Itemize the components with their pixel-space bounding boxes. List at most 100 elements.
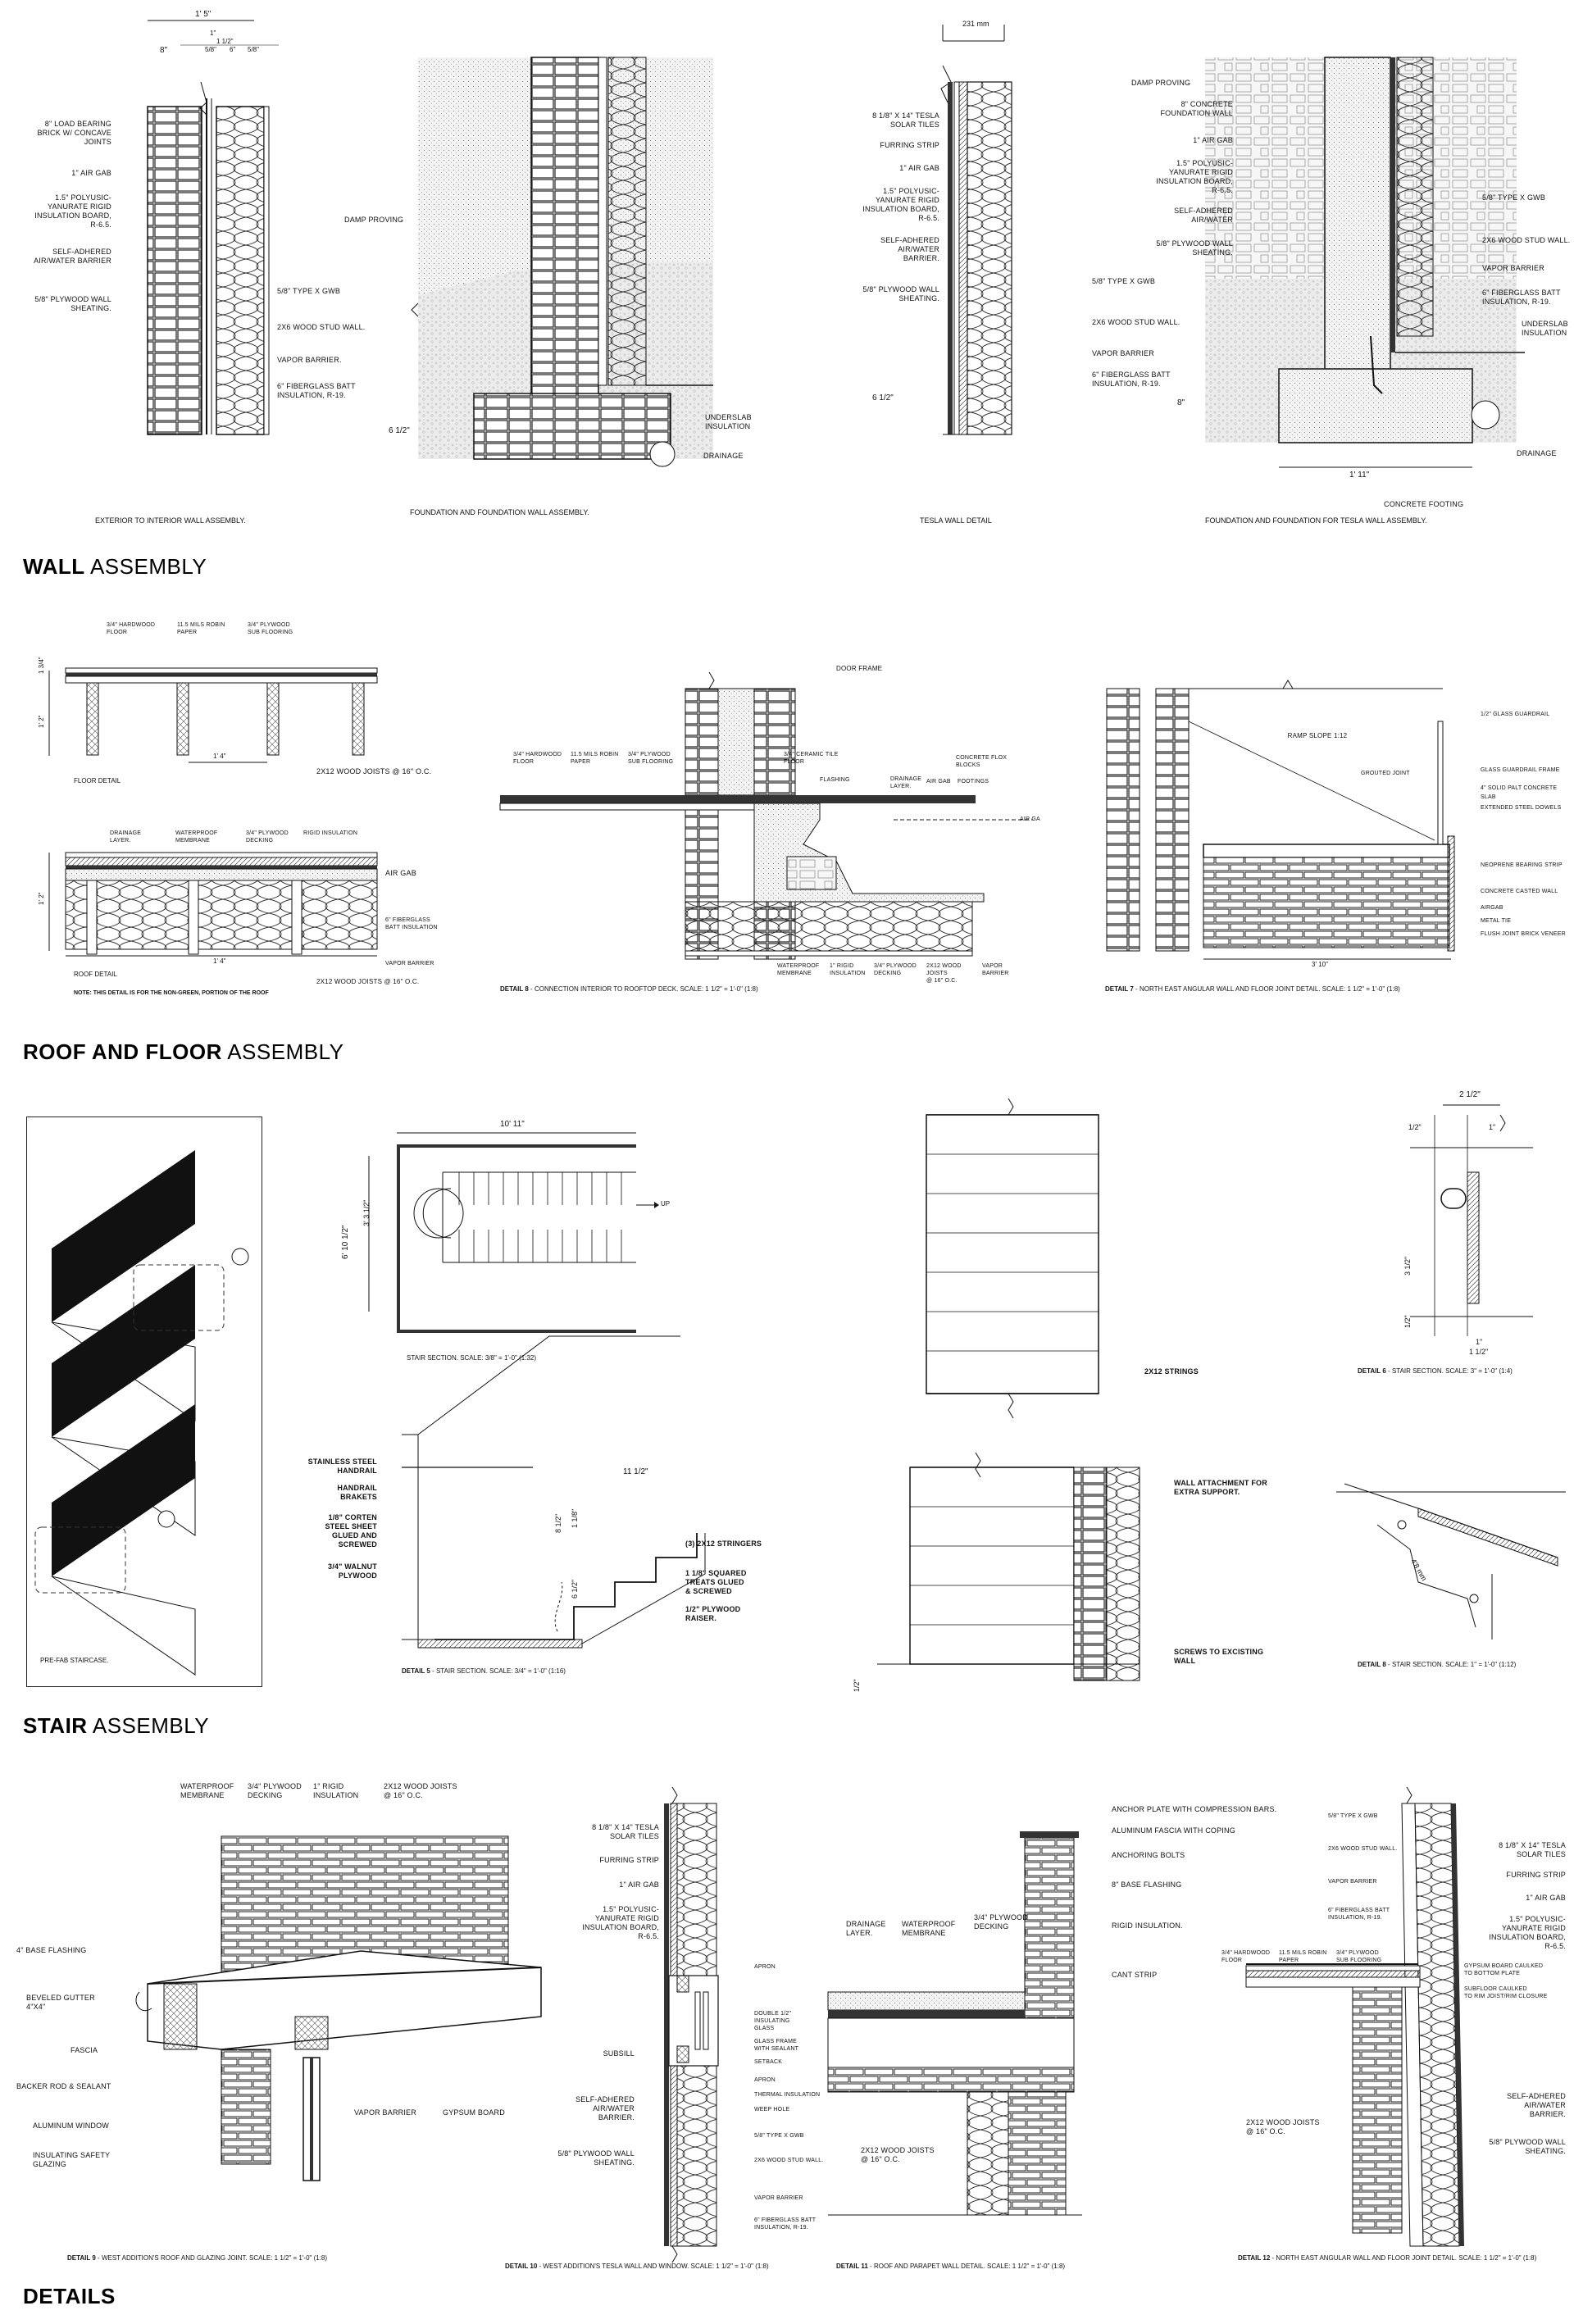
label: 11.5 MILS ROBIN PAPER (571, 752, 619, 765)
caption: FLOOR DETAIL (74, 777, 121, 785)
caption: DETAIL 9 - WEST ADDITION'S ROOF AND GLAZ… (67, 2254, 328, 2262)
detail-5-stair-section: STAINLESS STEEL HANDRAIL HANDRAIL BRAKET… (279, 1335, 762, 1689)
label: 5/8" TYPE X GWB (754, 2133, 804, 2139)
detail-8-connection: DOOR FRAME 3/4" HARDWOOD FLOOR 11.5 MILS… (492, 656, 1040, 1008)
detail-8-stair-section: 4'8 mm DETAIL 8 - STAIR SECTION. SCALE: … (1328, 1476, 1574, 1697)
label: 1" AIR GAB (71, 169, 111, 177)
label: 1" RIGID INSULATION (830, 963, 866, 976)
dimension: 10' 11" (500, 1120, 525, 1129)
label: 2X6 WOOD STUD WALL. (754, 2158, 824, 2163)
label: CONCRETE CASTED WALL (1481, 889, 1558, 894)
label: UNDERSLAB INSULATION (1522, 320, 1568, 337)
label: GROUTED JOINT (1361, 771, 1410, 776)
label: 3/4" PLYWOOD SUB FLOORING (248, 622, 293, 635)
label: 2x12 WOOD JOISTS @ 16" o.c. (316, 978, 420, 985)
caption: DETAIL 12 - NORTH EAST ANGULAR WALL AND … (1238, 2254, 1537, 2262)
caption: DETAIL 7 - NORTH EAST ANGULAR WALL AND F… (1105, 985, 1400, 993)
label: DRAINAGE LAYER. (846, 1920, 886, 1937)
dimension: 8" (1177, 398, 1185, 407)
label: DOOR FRAME (836, 665, 883, 672)
dimension: 6" (230, 46, 236, 53)
label: SUBFLOOR CAULKED TO RIM JOIST/RIM CLOSUR… (1464, 1986, 1548, 1999)
label: 2x12 WOOD JOISTS @ 16" o.c. (926, 963, 962, 984)
dimension: 11 1/2" (623, 1467, 648, 1476)
label: DRAINAGE (1517, 449, 1557, 457)
label: FURRING STRIP (880, 141, 939, 149)
label: 3/4" HARDWOOD FLOOR (513, 752, 562, 765)
label: 11.5 MILS ROBIN PAPER (177, 622, 225, 635)
label: THERMAL INSULATION (754, 2092, 821, 2098)
label: NEOPRENE BEARING STRIP (1481, 862, 1563, 868)
label: 2X6 WOOD STUD WALL. (1092, 318, 1180, 326)
dimension: 1" (210, 30, 216, 37)
dimension: 1' 11" (1349, 471, 1370, 480)
label: (3) 2x12 STRINGERS (685, 1539, 762, 1548)
caption: ROOF DETAIL (74, 971, 117, 978)
label: 6" FIBERGLASS BATT INSULATION, R-19. (277, 382, 356, 399)
label: WATERPROOF MEMBRANE (902, 1920, 956, 1937)
label: 5/8" PLYWOOD WALL SHEATING. (1156, 239, 1233, 257)
label: GYPSUM BOARD CAULKED TO BOTTOM PLATE (1464, 1963, 1544, 1976)
section-title-stair: STAIR ASSEMBLY (23, 1713, 210, 1738)
label: APRON (754, 2077, 776, 2083)
label: 4" SOLID PALT CONCRETE SLAB (1481, 785, 1558, 800)
floor-roof-detail: 3/4" HARDWOOD FLOOR 11.5 MILS ROBIN PAPE… (16, 607, 443, 1008)
label: 2x12 STRINGS (1144, 1367, 1199, 1376)
label: CONCRETE FLOX BLOCKS (956, 755, 1008, 768)
label: 8 1/8" x 14" TESLA SOLAR TILES (872, 111, 939, 129)
prefab-staircase-frame: PRE-FAB STAIRCASE. (26, 1117, 262, 1687)
label: 8" LOAD BEARING BRICK W/ CONCAVE JOINTS (37, 120, 111, 146)
label: VAPOR BARRIER (1482, 264, 1544, 272)
label: SCREWS TO EXCISTING WALL (1174, 1648, 1264, 1665)
dimension: 3' 10" (1312, 961, 1328, 968)
label: 2X6 WOOD STUD WALL. (277, 323, 366, 331)
label: 3/4" WALNUT PLYWOOD (328, 1562, 377, 1580)
label: CONCRETE FOOTING (1384, 500, 1464, 508)
label: BEVELED GUTTER 4"X4" (26, 1994, 95, 2011)
dimension: 5/8" (205, 46, 216, 53)
label: WEEP HOLE (754, 2107, 790, 2113)
caption: TESLA WALL DETAIL (920, 516, 992, 525)
label: 1" AIR GAB (1526, 1894, 1566, 1902)
label: 1.5" POLYUSIC- YANURATE RIGID INSULATION… (34, 193, 111, 229)
label: 3/4" HARDWOOD FLOOR (1221, 1950, 1271, 1963)
label: 3/4" CERAMIC TILE FLOOR (784, 752, 839, 765)
label: SETBACK (754, 2059, 783, 2065)
label: 5/8" PLYWOOD WALL SHEATING. (34, 295, 111, 312)
label: CANT STRIP (1112, 1971, 1158, 1979)
label: 1 1/8" SQUARED TREATS GLUED & SCREWED (685, 1569, 747, 1595)
dimension: 1/2" (1403, 1315, 1412, 1328)
label: 8" CONCRETE FOUNDATION WALL (1160, 100, 1233, 117)
label: 3/4" PLYWOOD DECKING (246, 830, 289, 844)
section-title-roof-floor: ROOF AND FLOOR ASSEMBLY (23, 1039, 344, 1064)
dimension: 2 1/2" (1459, 1090, 1481, 1099)
dimension: 1" (1489, 1123, 1496, 1131)
label: 6" FIBERGLASS BATT INSULATION, R-19. (1482, 289, 1561, 306)
label: GYPSUM BOARD (443, 2108, 505, 2117)
label: FURRING STRIP (599, 1856, 659, 1864)
label: 3/4" PLYWOOD DECKING (874, 963, 917, 976)
dimension: 3' 3 1/2" (362, 1199, 371, 1226)
label: RAMP SLOPE 1:12 (1287, 732, 1348, 739)
label: 1.5" POLYUSIC- YANURATE RIGID INSULATION… (582, 1905, 659, 1940)
caption: FOUNDATION AND FOUNDATION WALL ASSEMBLY. (410, 508, 589, 516)
wall-detail-foundation: DAMP PROVING UNDERSLAB INSULATION DRAINA… (344, 41, 779, 533)
section-title-wall: WALL ASSEMBLY (23, 554, 207, 579)
label: VAPOR BARRIER (385, 961, 434, 966)
label: ALUMINUM WINDOW (33, 2122, 109, 2130)
detail-7-angular-wall: RAMP SLOPE 1:12 GROUTED JOINT 1/2" GLASS… (1082, 672, 1574, 1008)
label: RIGID INSULATION (303, 830, 358, 836)
label: 1/2" PLYWOOD RAISER. (685, 1605, 741, 1622)
label: ANCHOR PLATE WITH COMPRESSION BARS. (1112, 1805, 1277, 1813)
dimension: 8 1/2" (554, 1513, 562, 1533)
label: 8" BASE FLASHING (1112, 1881, 1182, 1889)
dimension: 1' 2" (38, 892, 45, 906)
label: 4" BASE FLASHING (16, 1946, 87, 1954)
label: UNDERSLAB INSULATION (705, 413, 752, 430)
label: FASCIA (71, 2046, 98, 2054)
label: DOUBLE 1/2" INSULATING GLASS (754, 2011, 792, 2031)
label: 3/4" PLYWOOD DECKING (248, 1782, 302, 1799)
label: GLASS GUARDRAIL FRAME (1481, 767, 1560, 773)
